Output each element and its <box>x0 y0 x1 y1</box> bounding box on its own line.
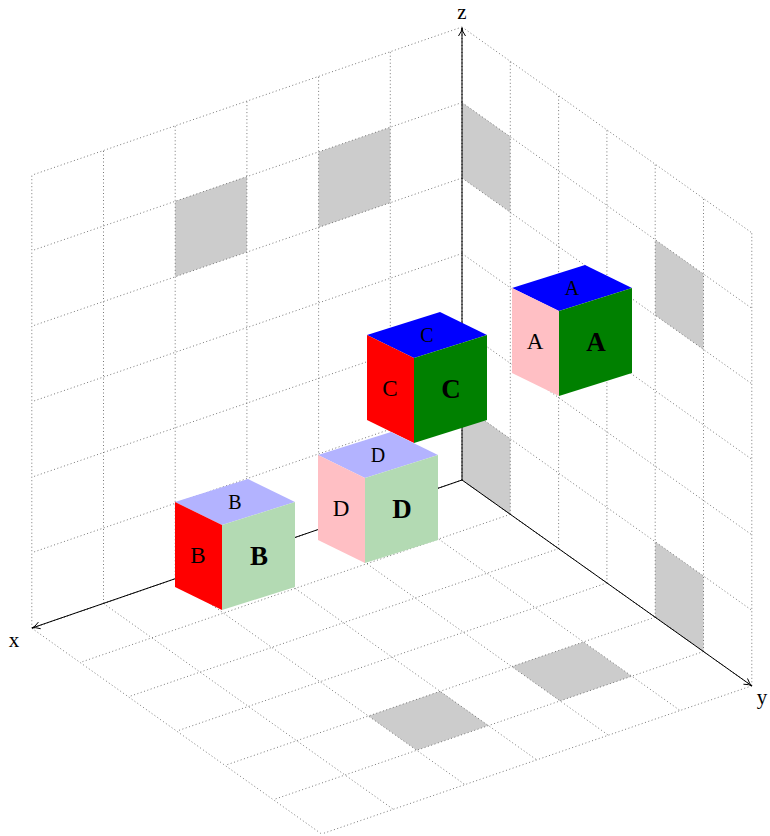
grid-line <box>32 27 462 175</box>
letter-cube: C C C <box>367 312 487 443</box>
y-axis <box>462 480 752 686</box>
grid-line <box>32 480 462 628</box>
grid-line <box>32 178 462 326</box>
cube-right-face <box>414 335 487 443</box>
shadow-cell <box>319 127 391 227</box>
cube-letter: C <box>382 377 397 400</box>
cube-letter: C <box>441 376 461 403</box>
grid-line <box>104 604 394 810</box>
cube-right-face <box>559 288 632 396</box>
grid-line <box>462 480 752 686</box>
cube-letter: D <box>392 496 412 523</box>
grid-line <box>80 514 510 662</box>
shadow-cell <box>512 642 632 701</box>
grid-line <box>703 199 704 652</box>
grid-line <box>655 164 656 617</box>
shadow-cell <box>175 177 247 277</box>
grid-line <box>31 175 32 628</box>
letter-cube: B B B <box>175 479 295 610</box>
axis-label: x <box>9 630 20 651</box>
shadow-cell <box>655 240 703 350</box>
letter-cube: D D D <box>318 432 438 563</box>
cube-letter: C <box>420 325 433 345</box>
shadow-cell <box>368 691 488 750</box>
x-axis <box>32 480 462 628</box>
axis-arrowhead <box>459 28 466 36</box>
cube-left-face <box>175 502 222 610</box>
cube-letter: B <box>250 543 268 570</box>
cube-letter: A <box>565 278 579 298</box>
cube-right-face <box>222 502 295 610</box>
cube-right-face <box>365 455 438 563</box>
axis-label: y <box>757 687 768 708</box>
grid-line <box>177 583 607 731</box>
grid-line <box>462 27 752 233</box>
grid-line <box>32 480 462 628</box>
shadow-cell <box>655 542 703 652</box>
cube-letter: A <box>527 330 544 353</box>
grid-line <box>103 151 104 604</box>
cube-letter: D <box>333 497 350 520</box>
axis-arrowhead <box>32 622 41 629</box>
cube-letter: A <box>586 329 606 356</box>
grid-line <box>462 254 752 460</box>
shadow-cell <box>462 103 510 213</box>
grid-line <box>751 233 752 686</box>
grid-line <box>225 617 655 765</box>
letter-cube: A A A <box>512 265 632 396</box>
grid-line <box>322 686 752 834</box>
cube-left-face <box>318 455 365 563</box>
axis-label: z <box>457 2 466 23</box>
cube-letter: B <box>190 544 205 567</box>
grid-line <box>32 628 322 834</box>
grid-line <box>32 103 462 251</box>
cube-left-face <box>512 288 559 396</box>
cube-letter: B <box>228 492 241 512</box>
cube-letter: D <box>371 445 385 465</box>
cube-left-face <box>367 335 414 443</box>
grid-line <box>462 480 752 686</box>
grid-line <box>175 579 465 785</box>
axis-arrowhead <box>743 679 752 686</box>
grid-line <box>273 652 703 800</box>
